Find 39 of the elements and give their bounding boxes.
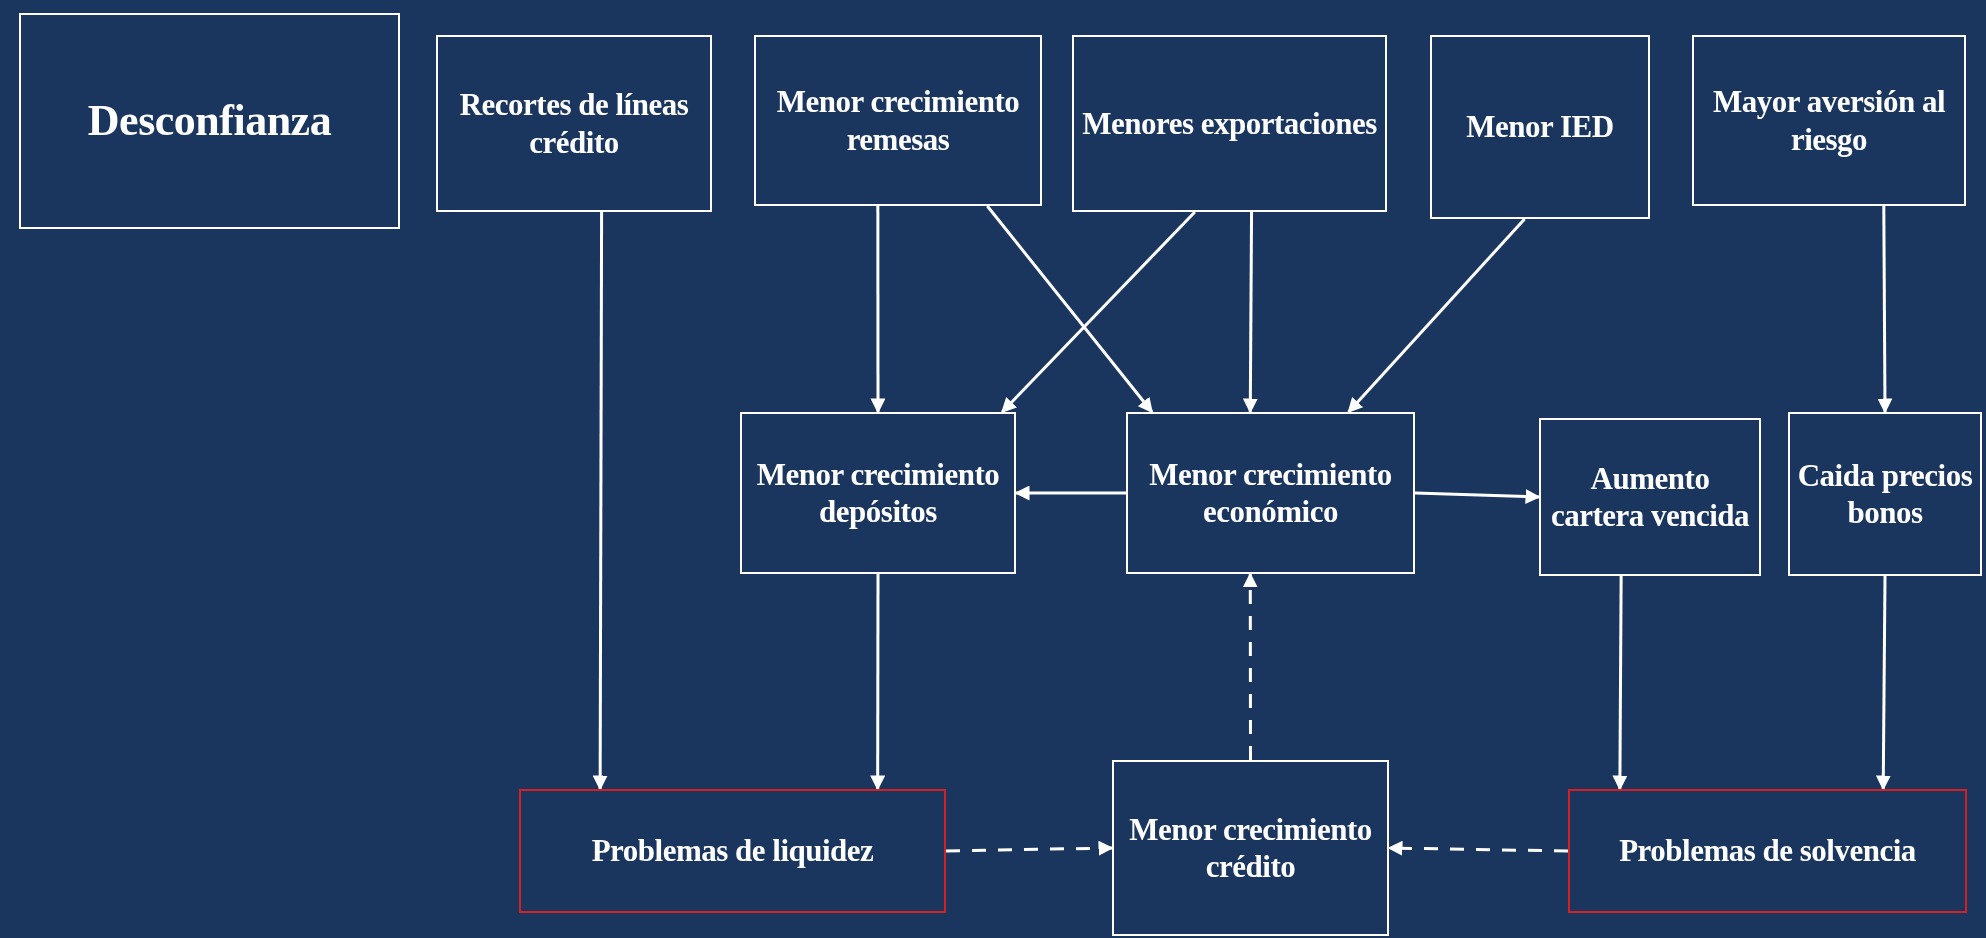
process-box: [1539, 418, 1761, 576]
arrow: [1414, 489, 1541, 505]
box-label: Menor crecimiento crédito: [1128, 810, 1373, 886]
box-label: Aumento cartera vencida: [1549, 459, 1751, 535]
arrow: [592, 212, 608, 791]
process-box: [436, 35, 712, 212]
arrow: [1242, 572, 1258, 760]
box-label: Caida precios bonos: [1796, 456, 1974, 532]
arrow: [1001, 210, 1196, 414]
arrow: [870, 206, 886, 414]
arrow: [870, 574, 886, 791]
process-box: [1126, 412, 1415, 574]
box-label: Desconfianza: [87, 94, 332, 147]
box-label: Menor crecimiento económico: [1148, 455, 1393, 531]
box-label: Problemas de solvencia: [1619, 832, 1916, 870]
arrow: [1877, 206, 1893, 414]
process-box: [740, 412, 1016, 574]
arrow: [986, 205, 1154, 414]
process-box: [1112, 760, 1389, 936]
process-box: [754, 35, 1042, 206]
box-label: Menor IED: [1466, 108, 1614, 146]
process-box: [1788, 412, 1982, 576]
process-box: [1568, 789, 1967, 913]
arrow: [1875, 576, 1891, 791]
box-label: Menor crecimiento remesas: [775, 83, 1021, 158]
process-box: [19, 13, 400, 229]
process-box: [519, 789, 946, 913]
box-label: Menor crecimiento depósitos: [755, 455, 1001, 531]
process-box: [1430, 35, 1650, 219]
process-box: [1692, 35, 1966, 206]
process-box: [1072, 35, 1387, 212]
arrow: [945, 840, 1114, 856]
box-label: Menores exportaciones: [1082, 104, 1377, 143]
box-label: Recortes de líneas crédito: [458, 86, 690, 161]
box-label: Mayor aversión al riesgo: [1712, 83, 1946, 158]
arrow: [1242, 212, 1258, 414]
box-label: Problemas de liquidez: [591, 832, 874, 870]
arrow: [1612, 576, 1628, 791]
arrow: [1347, 218, 1526, 414]
